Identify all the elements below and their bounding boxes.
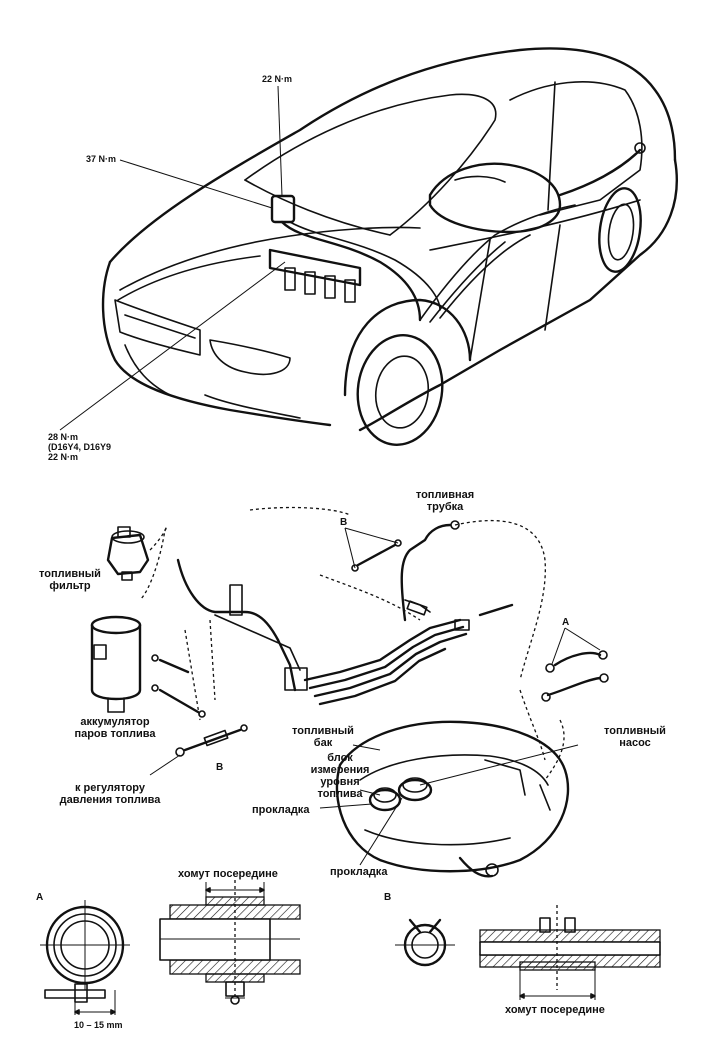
label-clamp-center-b: хомут посередине: [505, 1004, 605, 1016]
label-fuel-filter-2: фильтр: [49, 580, 91, 592]
torque-label-37: 37 N·m: [86, 154, 117, 164]
label-level-unit-1: блок: [327, 752, 353, 764]
label-canister-1: аккумулятор: [80, 716, 150, 728]
fuel-filter-part: [106, 526, 150, 581]
letter-a-right: A: [562, 617, 570, 628]
label-fuel-filter-1: топливный: [39, 568, 101, 580]
label-fuel-tank-2: бак: [313, 737, 333, 749]
torque-label-22-bottom: 22 N·m: [48, 452, 79, 462]
letter-b-detail: B: [384, 892, 392, 903]
detail-b-drawing: [395, 905, 661, 1000]
label-fuel-tank-1: топливный: [292, 725, 354, 737]
label-fuel-pump-1: топливный: [604, 725, 666, 737]
detail-a-drawing: [40, 880, 301, 1015]
label-gasket-1: прокладка: [252, 804, 310, 816]
label-gasket-2: прокладка: [330, 866, 388, 878]
label-fuel-pump-2: насос: [619, 737, 651, 749]
torque-label-engines: (D16Y4, D16Y9: [48, 442, 112, 452]
fuel-system-layout: [90, 506, 609, 878]
label-dimension: 10 – 15 mm: [74, 1020, 123, 1030]
canister-part: [90, 615, 142, 713]
label-canister-2: паров топлива: [74, 728, 156, 740]
label-fuel-pipe-2: трубка: [426, 501, 464, 513]
car-illustration: [59, 47, 678, 446]
label-level-unit-4: топлива: [317, 788, 363, 800]
label-level-unit-2: измерения: [310, 764, 370, 776]
label-regulator-2: давления топлива: [59, 794, 161, 806]
label-fuel-pipe-1: топливная: [415, 489, 475, 501]
torque-label-22-top: 22 N·m: [262, 74, 293, 84]
letter-a-detail: A: [36, 892, 44, 903]
label-regulator-1: к регулятору: [74, 782, 145, 794]
letter-b-top: B: [340, 517, 348, 528]
torque-label-28: 28 N·m: [48, 432, 79, 442]
letter-b-mid: B: [216, 762, 224, 773]
label-clamp-center-a: хомут посередине: [178, 868, 278, 880]
label-level-unit-3: уровня: [320, 776, 360, 788]
fuel-tank-part: [335, 720, 570, 878]
